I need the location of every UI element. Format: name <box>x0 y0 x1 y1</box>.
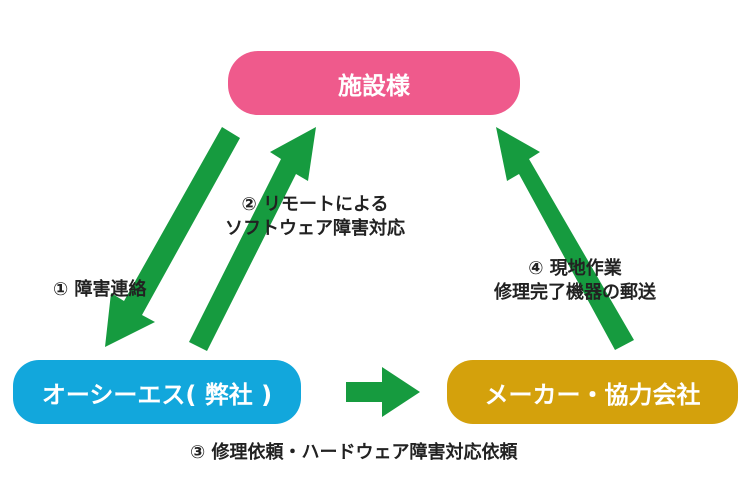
flow-label-step2-line1: ② リモートによる <box>241 194 389 215</box>
flow-label-step2-line2: ソフトウェア障害対応 <box>225 218 405 239</box>
flow-label-step4-line1: ④ 現地作業 <box>528 258 622 279</box>
node-facility: 施設様 <box>228 51 520 115</box>
arrow-company-to-facility <box>189 127 316 351</box>
node-company-label: オーシーエス( 弊社 ) <box>41 380 273 409</box>
arrow-company-to-maker <box>346 367 420 417</box>
node-facility-label: 施設様 <box>338 71 410 100</box>
flow-label-step2: ② リモートによる ソフトウェア障害対応 <box>210 193 420 241</box>
flow-label-step1: ① 障害連絡 <box>53 279 147 300</box>
flow-label-step4-line2: 修理完了機器の郵送 <box>494 282 656 303</box>
flow-label-step3: ③ 修理依頼・ハードウェア障害対応依頼 <box>190 442 518 463</box>
flow-label-step4: ④ 現地作業 修理完了機器の郵送 <box>470 257 680 305</box>
arrow-facility-to-company <box>105 127 240 347</box>
node-maker: メーカー・協力会社 <box>447 360 738 424</box>
node-maker-label: メーカー・協力会社 <box>484 380 701 409</box>
arrow-maker-to-facility <box>496 127 634 350</box>
node-company: オーシーエス( 弊社 ) <box>13 360 301 424</box>
